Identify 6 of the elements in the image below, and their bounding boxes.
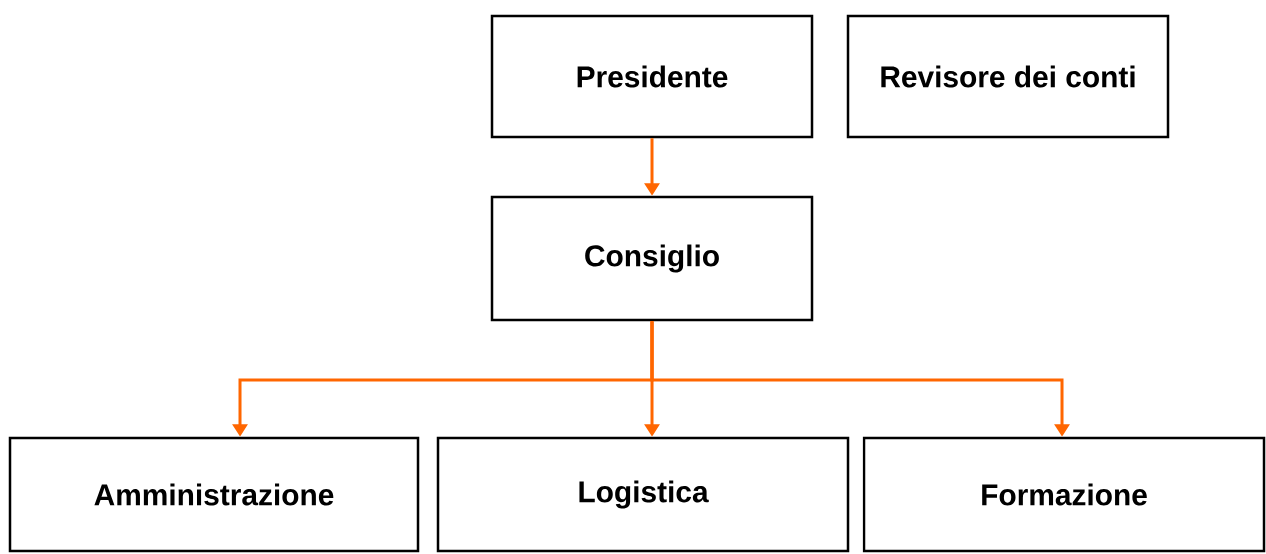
org-box: Logistica: [436, 436, 850, 553]
org-box: Revisore dei conti: [846, 14, 1170, 139]
org-box: Presidente: [490, 14, 814, 139]
org-box: Formazione: [862, 436, 1266, 553]
org-box: Amministrazione: [8, 436, 420, 553]
org-box: Consiglio: [490, 195, 814, 322]
